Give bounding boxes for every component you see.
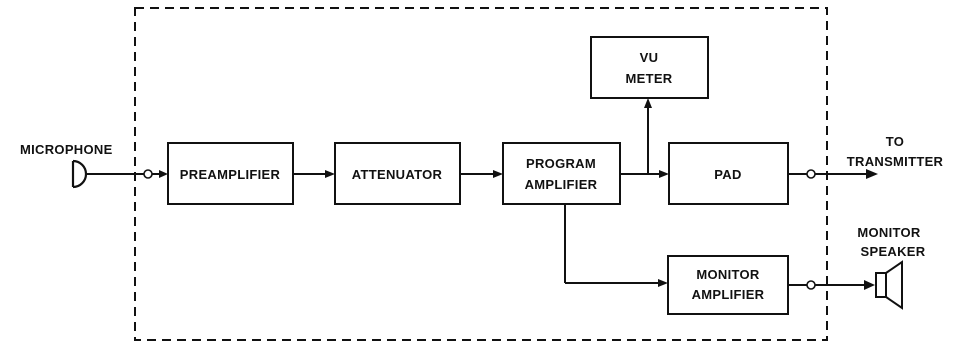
monitor-speaker-label-2: SPEAKER [861, 244, 926, 259]
preamplifier-block [167, 142, 294, 205]
vu-meter-label-2: METER [626, 71, 673, 86]
transmitter-label-2: TRANSMITTER [847, 154, 944, 169]
vu-meter-block [590, 36, 709, 99]
monitor-amplifier-label-2: AMPLIFIER [692, 287, 765, 302]
pad-label: PAD [714, 167, 741, 182]
pad-block [668, 142, 789, 205]
transmitter-label-1: TO [886, 134, 904, 149]
monitor-amplifier-label-1: MONITOR [696, 267, 760, 282]
attenuator-label: ATTENUATOR [352, 167, 443, 182]
input-jack-icon [143, 169, 153, 179]
program-amplifier-label-2: AMPLIFIER [525, 177, 598, 192]
preamplifier-label: PREAMPLIFIER [180, 167, 281, 182]
speaker-icon [875, 260, 903, 310]
transmitter-jack-icon [806, 169, 816, 179]
monitor-amplifier-block [667, 255, 789, 315]
monitor-speaker-label-1: MONITOR [857, 225, 921, 240]
vu-meter-label-1: VU [640, 50, 659, 65]
program-amplifier-block [502, 142, 621, 205]
microphone-label: MICROPHONE [20, 142, 113, 157]
program-amplifier-label-1: PROGRAM [526, 156, 596, 171]
speaker-jack-icon [806, 280, 816, 290]
attenuator-block [334, 142, 461, 205]
microphone-icon [71, 159, 88, 189]
